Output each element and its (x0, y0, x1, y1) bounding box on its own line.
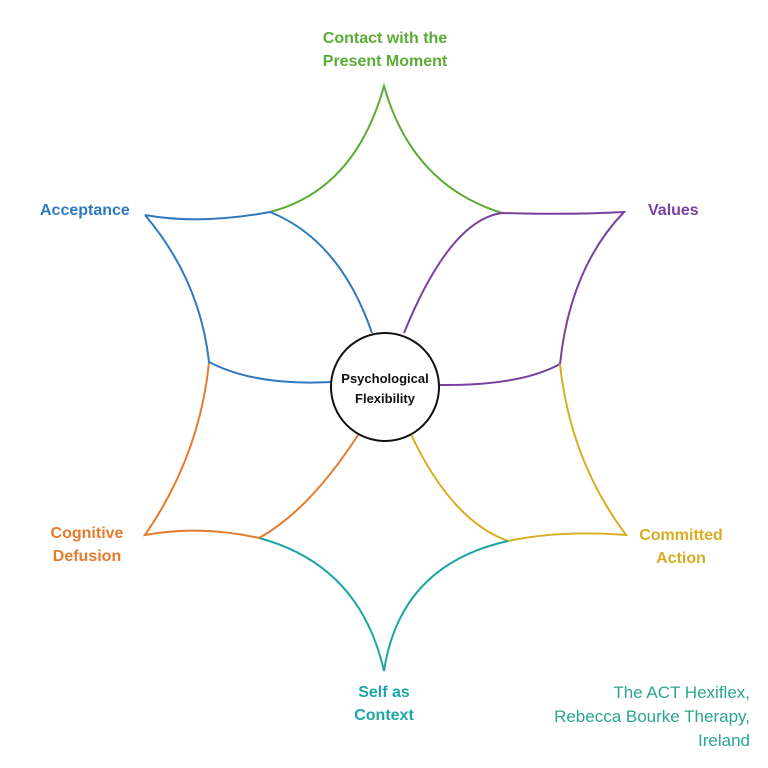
committed-action-curve (408, 363, 629, 543)
credit-text: The ACT Hexiflex, Rebecca Bourke Therapy… (554, 681, 750, 753)
acceptance-curve (144, 210, 373, 384)
present-moment-curve (269, 82, 503, 214)
cognitive-defusion-curve (142, 361, 361, 540)
label-line: Context (354, 707, 414, 724)
label-line: Acceptance (40, 202, 130, 219)
label-committed-action: Committed Action (626, 524, 736, 570)
center-label-line: Flexibility (355, 391, 415, 406)
center-circle (330, 332, 440, 442)
label-acceptance: Acceptance (40, 199, 130, 222)
label-line: Contact with the (322, 30, 448, 47)
center-label: Psychological Flexibility (331, 369, 439, 409)
label-values: Values (648, 199, 699, 222)
values-curve (403, 210, 627, 387)
credit-line: The ACT Hexiflex, (613, 683, 750, 702)
label-line: Self as (358, 684, 410, 701)
center-label-line: Psychological (341, 371, 429, 386)
label-line: Cognitive (50, 525, 124, 542)
label-line: Committed (639, 527, 723, 544)
label-line: Defusion (52, 548, 122, 565)
label-line: Action (656, 550, 706, 567)
label-line: Values (648, 202, 699, 219)
label-present-moment: Contact with the Present Moment (285, 27, 485, 73)
self-as-context-curve (258, 537, 509, 672)
label-line: Present Moment (322, 53, 448, 70)
label-cognitive-defusion: Cognitive Defusion (37, 522, 137, 568)
credit-line: Rebecca Bourke Therapy, (554, 707, 750, 726)
credit-line: Ireland (698, 731, 750, 750)
label-self-as-context: Self as Context (334, 681, 434, 727)
